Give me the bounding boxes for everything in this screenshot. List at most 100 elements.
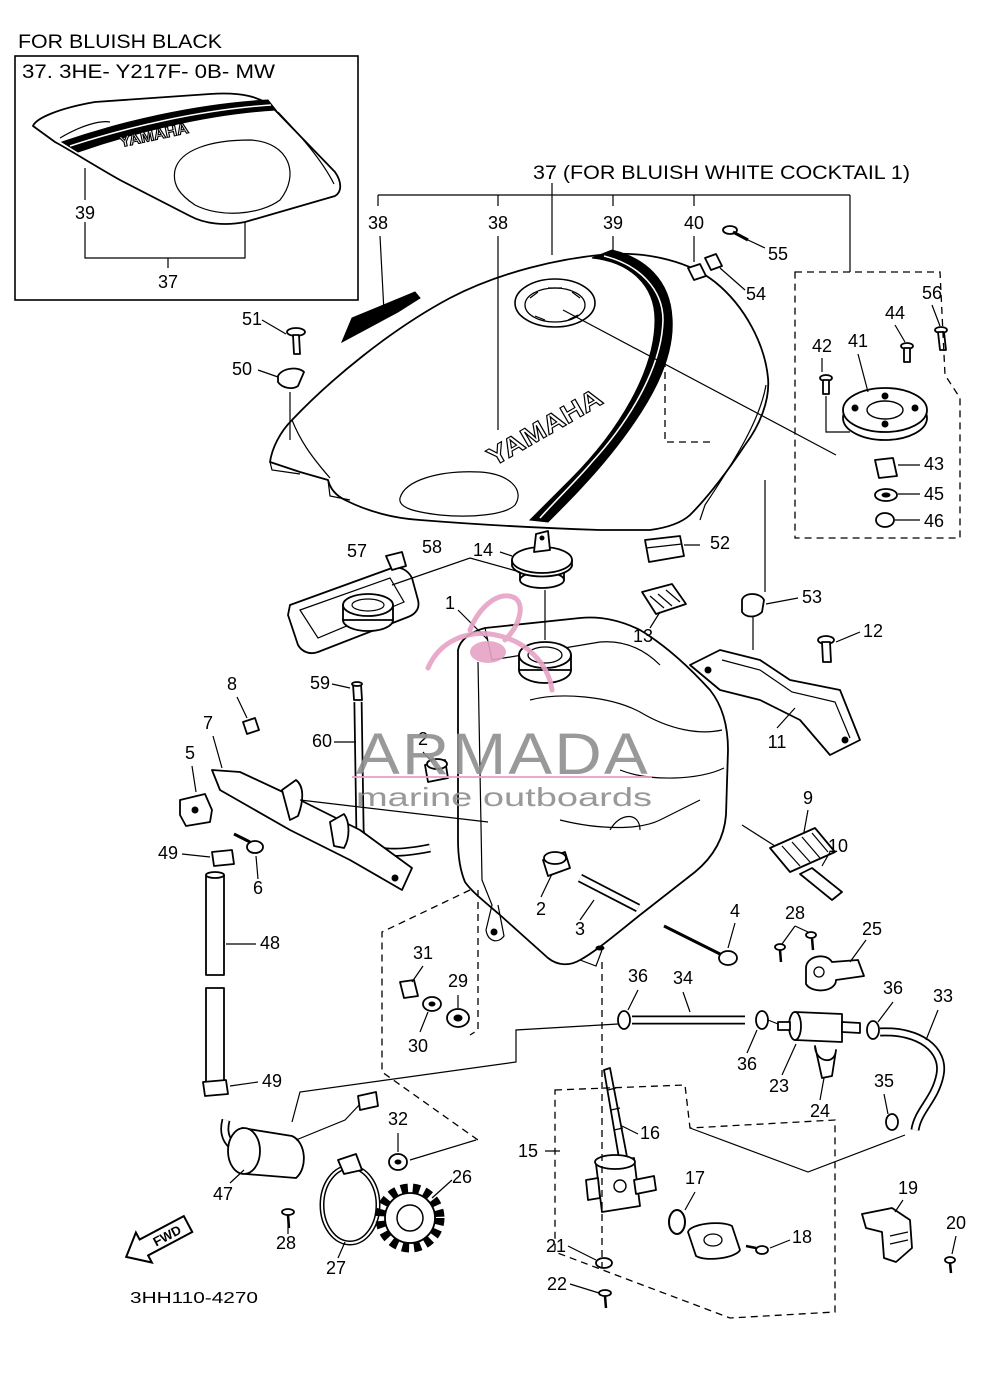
inset-leader-lines: [84, 168, 246, 268]
clamp-35: [885, 1113, 899, 1131]
bolt-4: [663, 924, 738, 966]
part-label-6: 6: [253, 878, 263, 898]
part-label-27: 27: [326, 1258, 346, 1278]
screw-42: [819, 374, 833, 395]
part-label-43: 43: [924, 454, 944, 474]
fuel-cap: [511, 530, 573, 589]
armada-watermark: ARMADA marine outboards: [352, 593, 652, 812]
part-label-39: 39: [603, 213, 623, 233]
filler-opening: [514, 278, 596, 328]
part-label-9: 9: [803, 788, 813, 808]
part-label-58: 58: [422, 537, 442, 557]
damper-9: [769, 827, 836, 873]
grommet-32: [388, 1153, 408, 1171]
part-label-45: 45: [924, 484, 944, 504]
part-label-23: 23: [769, 1076, 789, 1096]
part-label-20: 20: [946, 1213, 966, 1233]
part-label-28: 28: [276, 1233, 296, 1253]
clamp-36-left: [617, 1010, 631, 1030]
fitting-59: [351, 681, 363, 701]
part-label-57: 57: [347, 541, 367, 561]
bracket-25: [805, 955, 865, 992]
part-label-38: 38: [368, 213, 388, 233]
part-label-8: 8: [227, 674, 237, 694]
lower-window: [399, 471, 519, 517]
gear-26: [375, 1183, 445, 1253]
damper-13: [641, 583, 687, 615]
rear-bracket-11: [689, 649, 861, 756]
part-label-37: 37: [158, 272, 178, 292]
bracket-7: [211, 769, 413, 891]
part-label-59: 59: [310, 673, 330, 693]
nut-8: [242, 717, 260, 735]
part-label-30: 30: [408, 1036, 428, 1056]
part-label-41: 41: [848, 331, 868, 351]
part-label-25: 25: [862, 919, 882, 939]
grommet-2-lower: [542, 851, 571, 877]
fuel-strainer-16: [603, 1067, 629, 1165]
part-label-51: 51: [242, 309, 262, 329]
washer-21: [595, 1257, 613, 1269]
part-label-53: 53: [802, 587, 822, 607]
part-label-4: 4: [730, 901, 740, 921]
clip-49-upper: [211, 849, 235, 867]
part-label-17: 17: [685, 1168, 705, 1188]
part-label-39: 39: [75, 203, 95, 223]
part-label-18: 18: [792, 1227, 812, 1247]
part-label-32: 32: [388, 1109, 408, 1129]
damper-53: [741, 593, 765, 618]
part-label-54: 54: [746, 284, 766, 304]
part-label-49: 49: [158, 843, 178, 863]
bracket-24: [814, 1045, 837, 1079]
grommet-29: [446, 1008, 470, 1028]
part-label-21: 21: [546, 1236, 566, 1256]
gasket-57: [287, 566, 420, 655]
bolt-51: [286, 327, 306, 355]
diagram-code: 3HH110-4270: [130, 1290, 258, 1307]
tank-stripe: [528, 249, 673, 523]
fuel-tank: [457, 616, 729, 967]
screw-18: [745, 1244, 769, 1255]
watermark-tagline: marine outboards: [356, 782, 652, 812]
fuel-filter-23: [777, 1011, 861, 1043]
part-label-36: 36: [737, 1054, 757, 1074]
part-label-35: 35: [874, 1071, 894, 1091]
part-label-22: 22: [547, 1274, 567, 1294]
part-label-31: 31: [413, 943, 433, 963]
bracket-5: [179, 793, 213, 827]
tank-cover: YAMAHA: [269, 249, 770, 531]
screw-44: [900, 342, 914, 363]
leader-lines: [181, 183, 957, 1294]
part-label-60: 60: [312, 731, 332, 751]
part-label-7: 7: [203, 713, 213, 733]
part-label-24: 24: [810, 1101, 830, 1121]
part-label-52: 52: [710, 533, 730, 553]
part-label-28: 28: [785, 903, 805, 923]
filler-ring-assembly: [842, 387, 928, 441]
clamp-36-middle: [755, 1010, 769, 1030]
part-label-36: 36: [628, 966, 648, 986]
part-label-46: 46: [924, 511, 944, 531]
part-label-5: 5: [185, 743, 195, 763]
washer-45: [874, 488, 898, 502]
part-label-16: 16: [640, 1123, 660, 1143]
part-label-13: 13: [633, 626, 653, 646]
part-label-36: 36: [883, 978, 903, 998]
part-label-15: 15: [518, 1141, 538, 1161]
screw-22: [598, 1289, 612, 1309]
screw-28-upper-a: [774, 943, 786, 963]
screw-20: [944, 1256, 956, 1274]
fitting-31: [399, 979, 419, 999]
fuel-pump-47: [220, 1091, 379, 1179]
part-label-40: 40: [684, 213, 704, 233]
bolt-12: [817, 635, 835, 663]
part-label-26: 26: [452, 1167, 472, 1187]
grommet-54: [704, 253, 723, 271]
part-label-49: 49: [262, 1071, 282, 1091]
part-label-56: 56: [922, 283, 942, 303]
part-label-2: 2: [536, 899, 546, 919]
collar-30: [422, 996, 442, 1012]
part-label-12: 12: [863, 621, 883, 641]
clamp-36-right: [866, 1020, 880, 1040]
